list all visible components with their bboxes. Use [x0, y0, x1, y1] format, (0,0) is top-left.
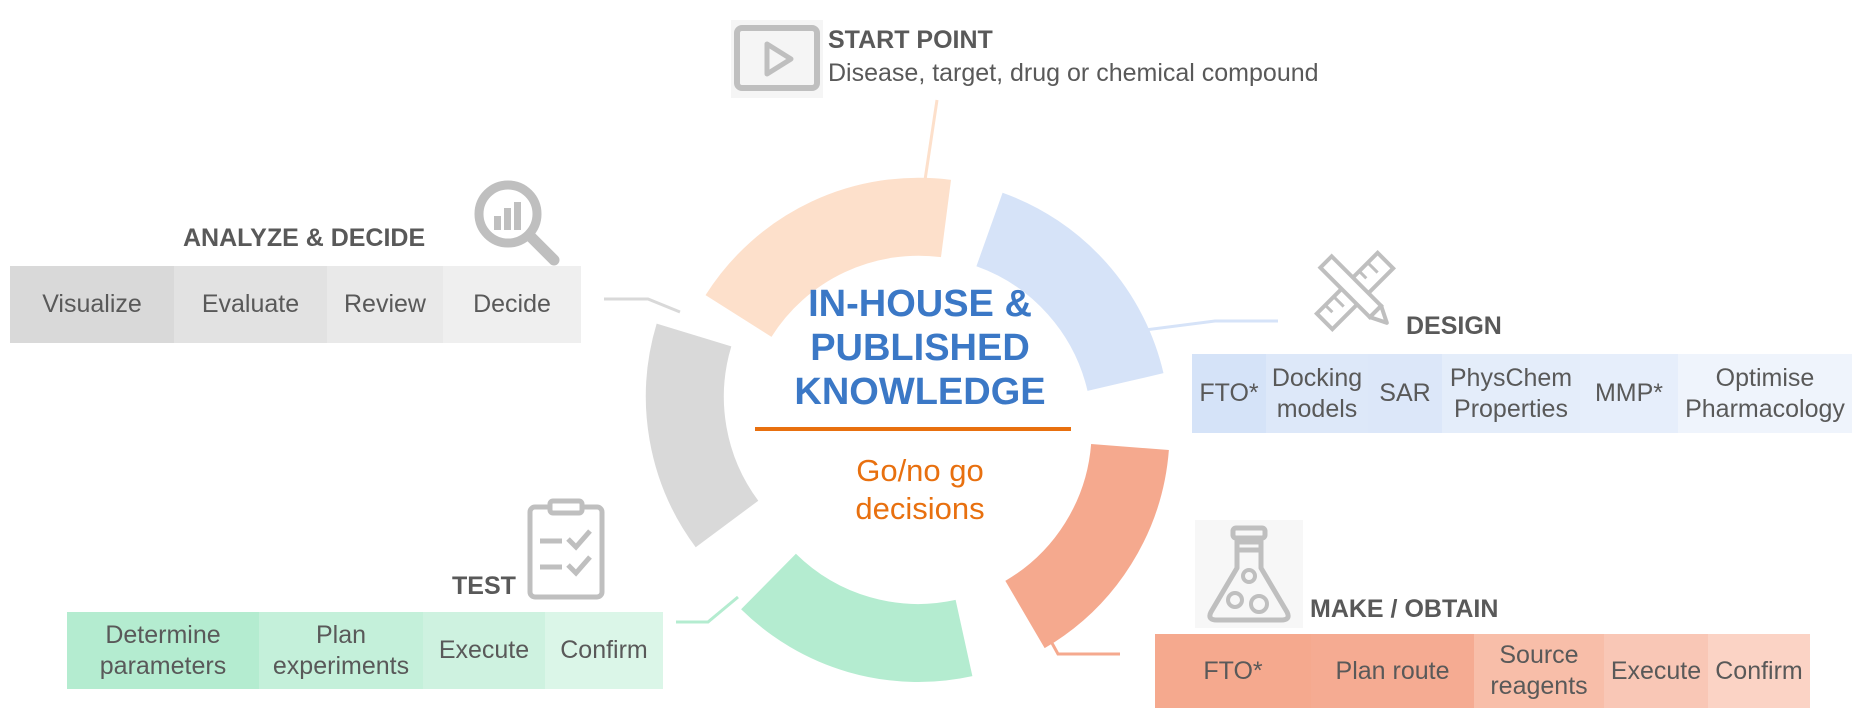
design-arc-segment: [975, 192, 1164, 392]
design-step-mmp: MMP*: [1580, 354, 1678, 433]
make-step-plan-route: Plan route: [1311, 634, 1474, 708]
analyze-step-decide: Decide: [443, 266, 581, 343]
center-title-line: IN-HOUSE &: [808, 283, 1032, 325]
make-step-fto: FTO*: [1155, 634, 1311, 708]
center-title: IN-HOUSE & PUBLISHED KNOWLEDGE: [730, 282, 1110, 414]
center-subtitle-line: decisions: [855, 491, 985, 526]
center-title-line: PUBLISHED: [810, 327, 1030, 369]
test-title: TEST: [452, 572, 516, 600]
start-point-description: Disease, target, drug or chemical compou…: [828, 59, 1319, 87]
center-title-line: KNOWLEDGE: [794, 371, 1046, 413]
analyze-step-review: Review: [327, 266, 443, 343]
start-arc-segment: [705, 177, 951, 338]
analyze-arc-segment: [645, 323, 759, 548]
center-subtitle: Go/no go decisions: [770, 452, 1070, 528]
make-step-execute: Execute: [1604, 634, 1708, 708]
make-step-confirm: Confirm: [1708, 634, 1810, 708]
test-arc-segment: [741, 553, 973, 682]
analyze-connector: [604, 297, 681, 314]
test-step-execute: Execute: [423, 612, 545, 689]
checklist-icon: [524, 497, 608, 601]
design-connector: [1113, 319, 1278, 336]
make-obtain-title: MAKE / OBTAIN: [1310, 595, 1499, 623]
make-arc-segment: [1004, 443, 1169, 649]
test-step-confirm: Confirm: [545, 612, 663, 689]
design-step-sar: SAR: [1368, 354, 1442, 433]
play-icon: [727, 16, 827, 102]
test-connector: [676, 595, 739, 624]
make-connector: [1040, 624, 1120, 656]
design-step-fto: FTO*: [1192, 354, 1266, 433]
center-subtitle-line: Go/no go: [856, 453, 984, 488]
center-divider: [755, 427, 1071, 431]
analyze-steps: Visualize Evaluate Review Decide: [10, 266, 581, 343]
start-connector: [923, 99, 939, 181]
magnifier-chart-icon: [470, 176, 562, 268]
ruler-pencil-icon: [1306, 242, 1404, 340]
start-point-title: START POINT: [828, 26, 993, 54]
design-title: DESIGN: [1406, 312, 1502, 340]
analyze-step-visualize: Visualize: [10, 266, 174, 343]
flask-icon: [1195, 520, 1303, 628]
analyze-step-evaluate: Evaluate: [174, 266, 327, 343]
analyze-title: ANALYZE & DECIDE: [183, 224, 426, 252]
